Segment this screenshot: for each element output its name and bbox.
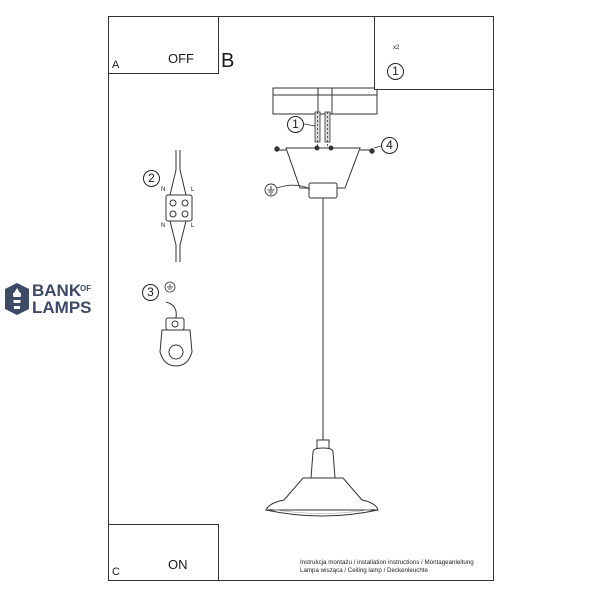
caption-line-2: Lampa wisząca / Ceiling lamp / Deckenleu… [300, 567, 428, 574]
lighthouse-icon [5, 283, 29, 315]
ground-symbol-small-icon [164, 281, 176, 293]
ground-symbol-icon [264, 183, 311, 197]
canopy [279, 145, 370, 199]
step-1-marker: 1 [287, 116, 304, 133]
leader-lines [303, 123, 382, 149]
panel-b-label: B [221, 50, 235, 72]
caption-line-1: Instrukcja montażu / installation instru… [300, 559, 474, 566]
step-4-marker: 4 [381, 137, 398, 154]
step-2-marker: 2 [143, 170, 160, 187]
step-3-marker: 3 [142, 284, 159, 301]
logo-bank: BANK [32, 281, 82, 300]
ground-terminal [159, 301, 193, 367]
connector-n-bottom: N [161, 223, 166, 229]
connector-l-bottom: L [191, 223, 195, 229]
quantity-label: x2 [393, 45, 400, 51]
lamp-shade [265, 439, 379, 517]
on-label: ON [168, 557, 188, 572]
logo-of: OF [80, 284, 92, 293]
panel-c-label: C [112, 566, 120, 578]
ceiling-mount-block [272, 87, 378, 115]
bank-of-lamps-logo: BANK OF LAMPS [2, 281, 102, 317]
panel-a-label: A [112, 59, 120, 71]
panel-c [108, 524, 219, 581]
tools-step-number: 1 [387, 63, 404, 80]
instruction-sheet-frame [108, 16, 494, 581]
side-screw-icon [274, 146, 375, 154]
off-label: OFF [168, 51, 194, 66]
panel-a [108, 16, 219, 74]
terminal-connector [165, 150, 193, 262]
connector-l-top: L [191, 187, 195, 193]
ceiling-screws [314, 111, 331, 150]
logo-lamps: LAMPS [32, 298, 92, 317]
connector-n-top: N [161, 187, 166, 193]
instructions-caption: Instrukcja montażu / installation instru… [300, 559, 474, 575]
